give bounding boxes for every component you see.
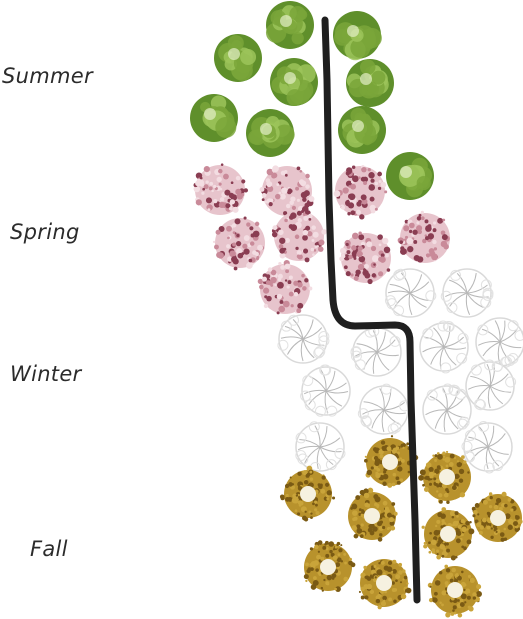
tree-canopy-fall bbox=[304, 540, 356, 592]
tree-canopy-winter bbox=[476, 318, 523, 367]
tree-canopy-winter bbox=[462, 421, 512, 472]
tree-canopy-winter bbox=[351, 326, 401, 376]
tree-canopy-summer bbox=[214, 34, 262, 82]
tree-canopy-fall bbox=[280, 466, 335, 522]
tree-canopy-fall bbox=[348, 488, 398, 542]
tree-canopy-summer bbox=[246, 109, 295, 157]
tree-canopy-winter bbox=[358, 384, 409, 434]
tree-canopy-winter bbox=[296, 422, 345, 473]
tree-canopy-summer bbox=[270, 58, 318, 106]
tree-canopy-winter bbox=[301, 365, 350, 416]
tree-canopy-fall bbox=[428, 565, 482, 618]
trees-layer bbox=[190, 1, 523, 617]
tree-canopy-spring bbox=[334, 165, 388, 219]
tree-canopy-spring bbox=[398, 211, 450, 263]
tree-canopy-spring bbox=[260, 165, 315, 217]
tree-canopy-winter bbox=[441, 269, 493, 317]
tree-canopy-spring bbox=[213, 217, 265, 271]
tree-canopy-fall bbox=[359, 559, 412, 609]
tree-canopy-spring bbox=[272, 210, 327, 263]
tree-canopy-summer bbox=[190, 94, 238, 142]
tree-canopy-fall bbox=[418, 451, 471, 504]
tree-canopy-winter bbox=[423, 384, 471, 434]
tree-canopy-winter bbox=[466, 360, 516, 410]
tree-canopy-summer bbox=[266, 1, 314, 49]
tree-canopy-spring bbox=[258, 260, 313, 314]
tree-canopy-summer bbox=[338, 106, 386, 154]
tree-canopy-winter bbox=[420, 321, 468, 373]
tree-canopy-fall bbox=[472, 492, 523, 542]
tree-canopy-spring bbox=[339, 232, 391, 285]
tree-canopy-spring bbox=[194, 163, 248, 215]
tree-canopy-fall bbox=[422, 507, 475, 560]
tree-canopy-summer bbox=[386, 152, 434, 200]
tree-canopy-summer bbox=[333, 11, 382, 60]
tree-canopy-summer bbox=[346, 59, 394, 107]
tree-canopy-winter bbox=[385, 269, 435, 317]
tree-canopy-winter bbox=[278, 315, 329, 363]
